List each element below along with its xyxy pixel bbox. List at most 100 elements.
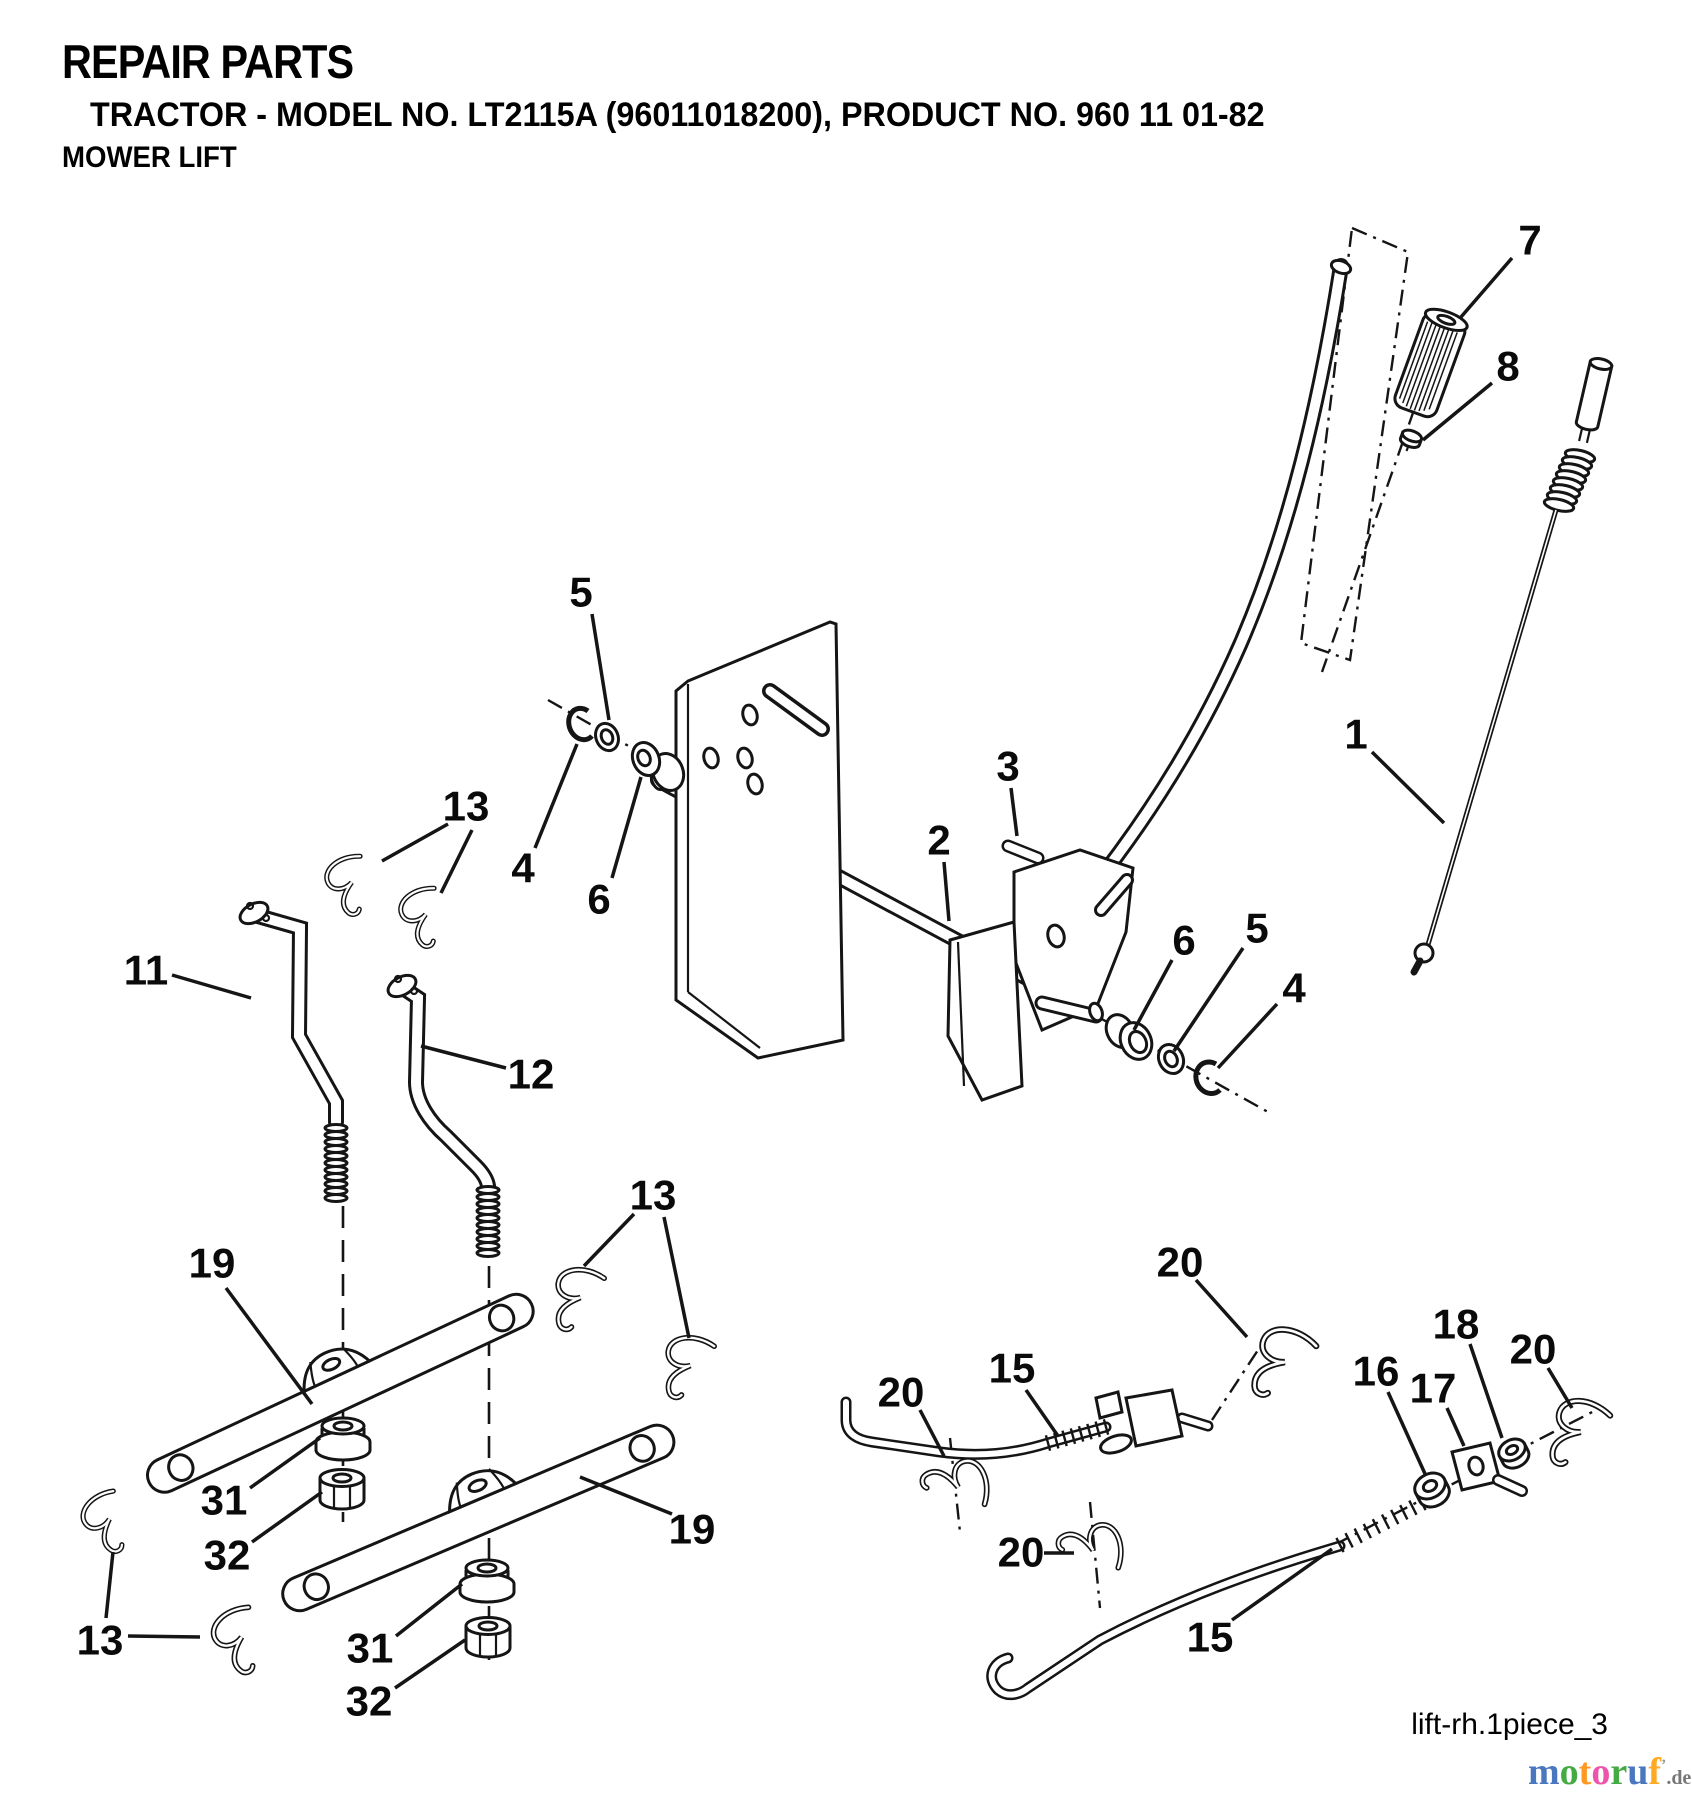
- grommet-31-left: [314, 1416, 372, 1462]
- part-number-label: 16: [1353, 1348, 1400, 1395]
- hairpin-13-c: [552, 1267, 605, 1334]
- watermark-letter: o: [1591, 1751, 1611, 1793]
- part-number-label: 15: [989, 1345, 1036, 1392]
- part-callout-32-17: 32: [204, 1490, 324, 1579]
- part-number-label: 20: [1157, 1239, 1204, 1286]
- watermark-letter: o: [1559, 1751, 1579, 1793]
- leader-line: [394, 1638, 466, 1690]
- model-subtitle: TRACTOR - MODEL NO. LT2115A (96011018200…: [90, 96, 1265, 134]
- part-callout-4-4: 4: [511, 743, 579, 892]
- part-callout-17-27: 17: [1410, 1365, 1466, 1447]
- part-number-label: 18: [1433, 1301, 1480, 1348]
- part-callout-12-10: 12: [420, 1044, 554, 1098]
- leader-line: [104, 1551, 115, 1619]
- part-number-label: 19: [669, 1506, 716, 1553]
- part-callout-13-6: 13: [381, 783, 489, 894]
- part-callout-1-2: 1: [1344, 711, 1446, 825]
- part-number-label: 2: [927, 817, 950, 864]
- grommet-31-right: [458, 1558, 516, 1604]
- mounting-plate-drawing: [674, 620, 845, 1060]
- leader-line: [1230, 1547, 1334, 1622]
- part-number-label: 20: [998, 1529, 1045, 1576]
- leader-line: [1386, 1391, 1428, 1477]
- part-number-label: 15: [1187, 1614, 1234, 1661]
- part-number-label: 13: [630, 1172, 677, 1219]
- part-callout-15-30: 15: [1187, 1547, 1334, 1661]
- leader-line: [250, 1490, 324, 1544]
- lift-lever-drawing: [1050, 258, 1353, 938]
- part-callout-4-13: 4: [1216, 965, 1306, 1070]
- part-callout-15-23: 15: [989, 1345, 1060, 1437]
- part-callout-16-26: 16: [1353, 1348, 1428, 1477]
- leader-line: [918, 1409, 946, 1457]
- part-number-label: 31: [201, 1477, 248, 1524]
- leader-line: [1421, 381, 1494, 442]
- watermark-letter: r: [1610, 1751, 1628, 1793]
- part-number-label: 8: [1496, 343, 1519, 390]
- leader-line: [1370, 750, 1446, 825]
- leader-line: [1194, 1278, 1249, 1339]
- part-callout-31-16: 31: [201, 1436, 322, 1524]
- hairpin-13-d: [662, 1335, 715, 1402]
- hairpin-20-a: [1246, 1323, 1318, 1407]
- section-title: MOWER LIFT: [62, 141, 237, 174]
- part-number-label: 6: [587, 876, 610, 923]
- watermark-letter: t: [1578, 1751, 1592, 1793]
- leader-line: [1445, 1407, 1466, 1447]
- watermark-letter: m: [1528, 1751, 1560, 1793]
- lift-cable-drawing: [1410, 357, 1614, 976]
- leader-line: [248, 1436, 322, 1490]
- nut-16-drawing: [1413, 1471, 1451, 1509]
- part-callout-20-22: 20: [1157, 1239, 1249, 1339]
- motoruf-watermark-logo: motoruf’.de: [1528, 1750, 1691, 1794]
- right-hub-hardware-drawing: [1104, 1013, 1222, 1096]
- part-callout-20-25: 20: [998, 1529, 1074, 1576]
- leader-line: [1024, 1389, 1060, 1437]
- hairpin-20-c: [1057, 1523, 1124, 1576]
- part-callout-32-20: 32: [346, 1638, 466, 1725]
- watermark-letter: u: [1627, 1751, 1649, 1793]
- part-number-label: 1: [1344, 711, 1367, 758]
- part-number-label: 17: [1410, 1365, 1457, 1412]
- part-callout-18-28: 18: [1433, 1301, 1504, 1439]
- leader-line: [1216, 1002, 1279, 1070]
- part-callout-3-7: 3: [996, 743, 1020, 837]
- lever-grip-drawing: [1393, 307, 1469, 419]
- part-number-label: 11: [124, 947, 168, 994]
- page-title: REPAIR PARTS: [62, 35, 354, 88]
- part-number-label: 5: [569, 569, 592, 616]
- grip-cap-drawing: [1398, 428, 1424, 452]
- leader-line: [1546, 1367, 1574, 1409]
- leader-line: [381, 822, 449, 863]
- link-12-threads: [475, 1185, 501, 1258]
- suspension-arm-19-upper: [146, 1292, 535, 1494]
- part-callout-5-12: 5: [1172, 905, 1269, 1052]
- nut-18-drawing: [1497, 1437, 1531, 1470]
- grip-position-dashed-box: [1299, 226, 1410, 662]
- part-number-label: 4: [1282, 965, 1306, 1012]
- drawing-reference: lift-rh.1piece_3: [1411, 1708, 1608, 1741]
- leader-line: [1468, 1343, 1504, 1439]
- nut-32-left: [318, 1468, 366, 1511]
- part-number-label: 7: [1518, 217, 1541, 264]
- leader-line: [942, 861, 951, 922]
- roll-pin-drawing: [1001, 839, 1045, 865]
- part-callout-6-5: 6: [587, 776, 643, 923]
- watermark-letter: f: [1648, 1751, 1661, 1793]
- hairpin-13-f: [207, 1603, 276, 1678]
- watermark-tick: ’: [1660, 1757, 1667, 1774]
- part-callout-11-9: 11: [124, 947, 252, 1000]
- lever-bracket-drawing: [946, 848, 1135, 1102]
- part-callout-8-1: 8: [1421, 343, 1520, 442]
- part-callout-2-8: 2: [927, 817, 951, 922]
- leader-line: [662, 1216, 691, 1339]
- hairpin-20-b: [920, 1458, 990, 1514]
- rod-15-upper-threads: [1044, 1418, 1110, 1452]
- lift-link-11-drawing: [238, 900, 349, 1203]
- leader-line: [579, 1475, 673, 1516]
- part-callout-6-11: 6: [1132, 917, 1196, 1031]
- leader-line: [590, 613, 611, 721]
- leader-line: [1459, 256, 1514, 319]
